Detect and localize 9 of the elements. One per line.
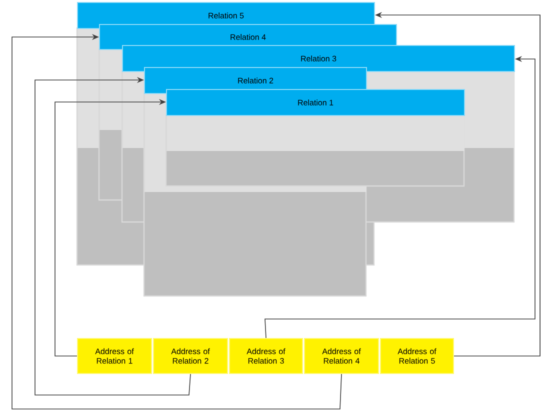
address-cell: Address of Relation 2 <box>153 338 228 374</box>
address-cell: Address of Relation 4 <box>304 338 379 374</box>
arrow <box>34 76 191 396</box>
title-bar: Relation 1 <box>166 89 465 116</box>
arrow <box>12 34 342 410</box>
address-cell: Address of Relation 1 <box>77 338 152 374</box>
address-cell: Address of Relation 3 <box>229 338 303 374</box>
address-cell: Address of Relation 5 <box>380 338 454 374</box>
title-bar: Relation 3 <box>122 45 515 72</box>
